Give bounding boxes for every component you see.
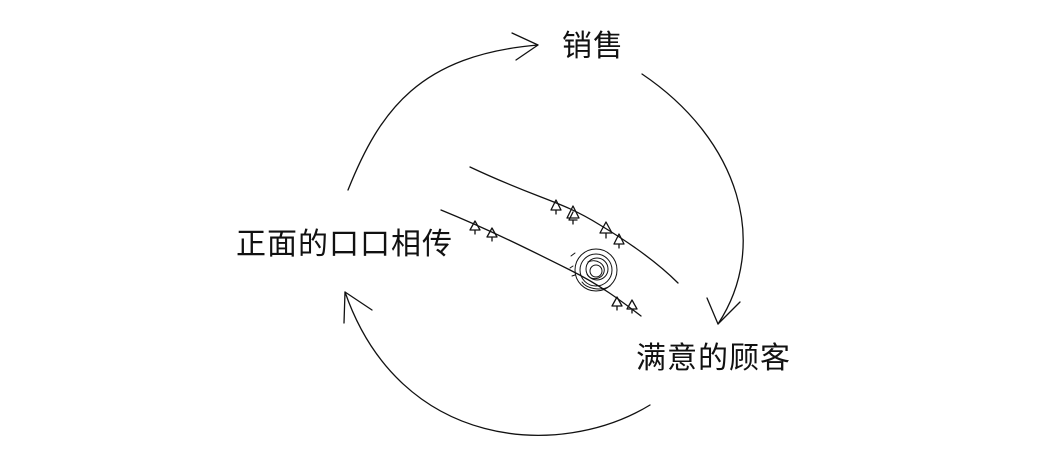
tree-icon xyxy=(611,296,623,311)
arrow-wom-to-sales xyxy=(347,32,539,191)
node-word-of-mouth: 正面的口口相传 xyxy=(236,227,453,262)
snowball-hill-illustration xyxy=(440,166,679,317)
tree-icon xyxy=(566,205,580,225)
tree-icon xyxy=(626,299,638,314)
node-sales: 销售 xyxy=(562,29,624,64)
arrow-sales-to-customers xyxy=(641,73,744,325)
hill-upper-slope xyxy=(469,166,679,284)
tree-icon xyxy=(599,221,613,239)
tree-icon xyxy=(486,227,498,242)
tree-icon xyxy=(550,199,562,215)
snowball xyxy=(569,248,618,292)
tree-icon xyxy=(469,220,481,235)
arrow-customers-to-wom xyxy=(343,291,651,436)
hill-lower-slope xyxy=(440,209,642,317)
node-satisfied-customers: 满意的顾客 xyxy=(636,341,791,376)
tree-icon xyxy=(613,233,625,249)
